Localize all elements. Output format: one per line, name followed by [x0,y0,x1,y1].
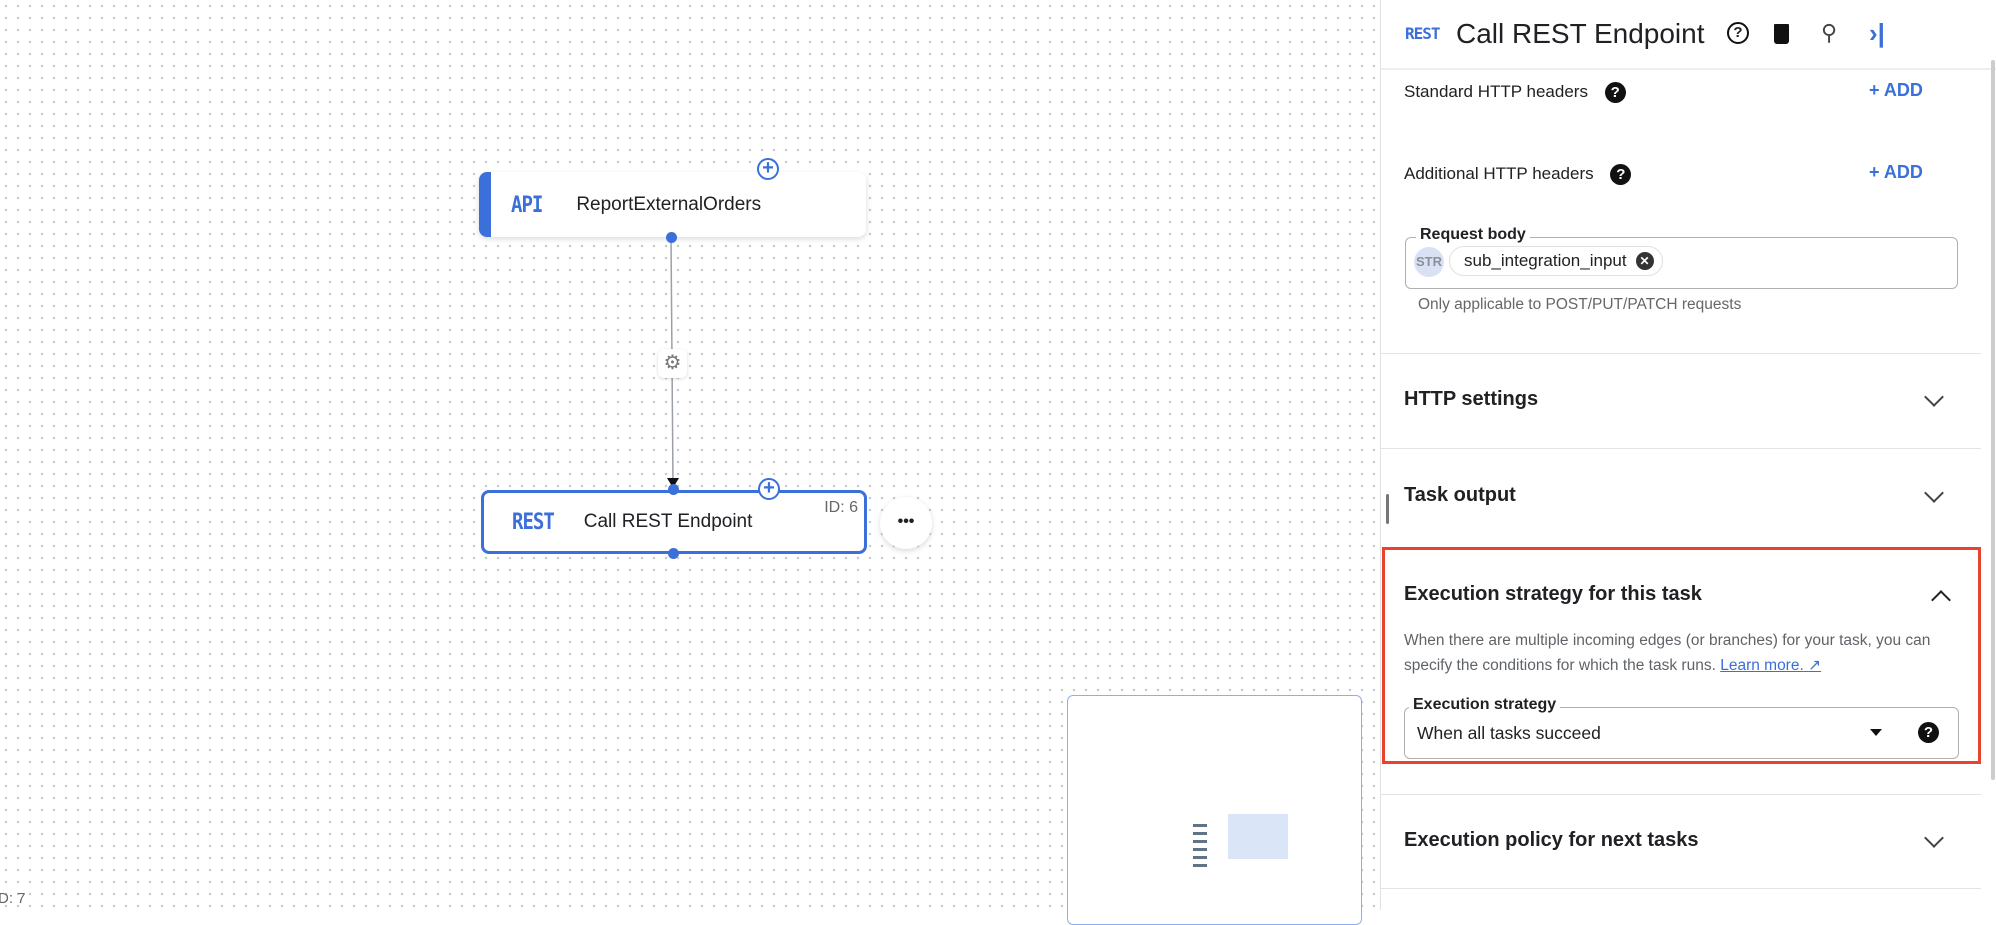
rest-task-node[interactable]: REST Call REST Endpoint ID: 6 [481,490,867,554]
divider [1381,888,1981,889]
panel-resize-handle[interactable] [1386,494,1389,524]
section-title: Task output [1404,484,1516,506]
minimap-node-marks [1193,824,1207,872]
divider [1381,448,1981,449]
additional-http-headers-label: Additional HTTP headers ? [1404,164,1632,186]
panel-header: REST Call REST Endpoint ? ⚲ ›| [1381,0,1996,70]
output-port[interactable] [666,232,677,243]
chevron-up-icon[interactable] [1931,590,1951,610]
add-task-plus-icon[interactable]: + [758,478,780,500]
api-trigger-node[interactable]: API ReportExternalOrders [479,172,866,237]
request-body-hint: Only applicable to POST/PUT/PATCH reques… [1418,296,1742,313]
pin-icon[interactable]: ⚲ [1821,20,1838,45]
workflow-canvas[interactable]: API ReportExternalOrders + ⚙ REST Call R… [0,0,1380,925]
section-title: HTTP settings [1404,388,1539,410]
execution-strategy-section: Execution strategy for this task When th… [1382,547,1981,764]
section-title: Execution policy for next tasks [1404,829,1699,851]
dropdown-arrow-icon [1870,729,1882,736]
panel-scrollbar[interactable] [1991,60,1995,780]
variable-chip-label: sub_integration_input [1464,251,1627,270]
divider [1381,794,1981,795]
node-label: ReportExternalOrders [576,193,762,215]
api-icon: API [511,191,543,218]
more-options-button[interactable]: ••• [880,497,932,549]
divider [1381,353,1981,354]
variable-chip[interactable]: sub_integration_input ✕ [1449,246,1663,276]
string-type-badge: STR [1414,247,1444,277]
collapse-panel-icon[interactable]: ›| [1869,18,1885,48]
minimap-viewport[interactable] [1228,814,1288,859]
chevron-down-icon [1924,387,1944,407]
task-output-section[interactable]: Task output [1381,449,1981,543]
output-port[interactable] [668,548,679,559]
add-additional-header-button[interactable]: + ADD [1869,162,1923,182]
request-body-label: Request body [1416,226,1530,244]
execution-policy-section[interactable]: Execution policy for next tasks [1381,795,1981,888]
help-icon[interactable]: ? [1604,82,1626,104]
add-task-plus-icon[interactable]: + [757,158,779,180]
edge-condition-gear-icon[interactable]: ⚙ [658,349,687,378]
minimap[interactable] [1067,695,1362,925]
rest-icon: REST [1405,24,1441,43]
execution-strategy-select[interactable]: Execution strategy When all tasks succee… [1404,696,1959,759]
offscreen-node-id: D: 7 [0,890,26,907]
chevron-down-icon [1924,483,1944,503]
help-icon[interactable]: ? [1918,722,1939,743]
help-icon[interactable]: ? [1610,164,1632,186]
select-label: Execution strategy [1409,696,1561,714]
add-standard-header-button[interactable]: + ADD [1869,80,1923,100]
task-config-panel: REST Call REST Endpoint ? ⚲ ›| Standard … [1380,0,1996,910]
section-title[interactable]: Execution strategy for this task [1404,583,1702,605]
input-port[interactable] [668,484,679,495]
node-id: ID: 6 [824,499,858,516]
chevron-down-icon [1924,828,1944,848]
help-icon[interactable]: ? [1727,22,1749,44]
external-link-icon: ↗ [1808,657,1822,674]
standard-http-headers-label: Standard HTTP headers ? [1404,82,1626,104]
delete-icon[interactable] [1774,24,1789,44]
select-value: When all tasks succeed [1417,723,1601,743]
rest-icon: REST [512,509,555,535]
http-settings-section[interactable]: HTTP settings [1381,354,1981,448]
remove-chip-icon[interactable]: ✕ [1635,252,1654,270]
node-label: Call REST Endpoint [583,511,753,532]
strategy-description: When there are multiple incoming edges (… [1404,632,1931,674]
panel-title: Call REST Endpoint [1456,18,1705,49]
learn-more-link[interactable]: Learn more. ↗ [1720,657,1822,674]
request-body-field[interactable]: Request body STR sub_integration_input ✕ [1405,226,1958,289]
